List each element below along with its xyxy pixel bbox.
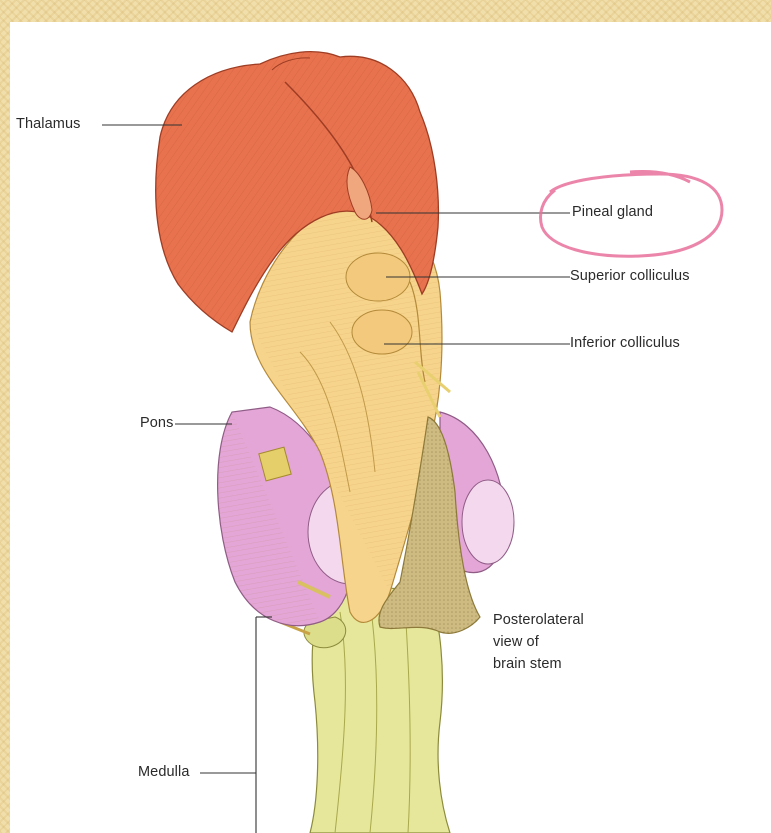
inferior-colliculus-shape (352, 310, 412, 354)
label-medulla: Medulla (138, 764, 189, 780)
caption-line-2: view of (493, 631, 584, 653)
brainstem-illustration (10, 22, 771, 833)
figure-caption: Posterolateral view of brain stem (493, 609, 584, 675)
caption-line-1: Posterolateral (493, 609, 584, 631)
label-pineal-gland: Pineal gland (572, 204, 653, 220)
label-superior-colliculus: Superior colliculus (570, 268, 690, 284)
figure-panel: Thalamus Pineal gland Superior colliculu… (10, 22, 771, 833)
label-inferior-colliculus: Inferior colliculus (570, 335, 680, 351)
caption-line-3: brain stem (493, 653, 584, 675)
pons-right-peduncle (462, 480, 514, 564)
label-thalamus: Thalamus (16, 116, 80, 132)
label-pons: Pons (140, 415, 173, 431)
